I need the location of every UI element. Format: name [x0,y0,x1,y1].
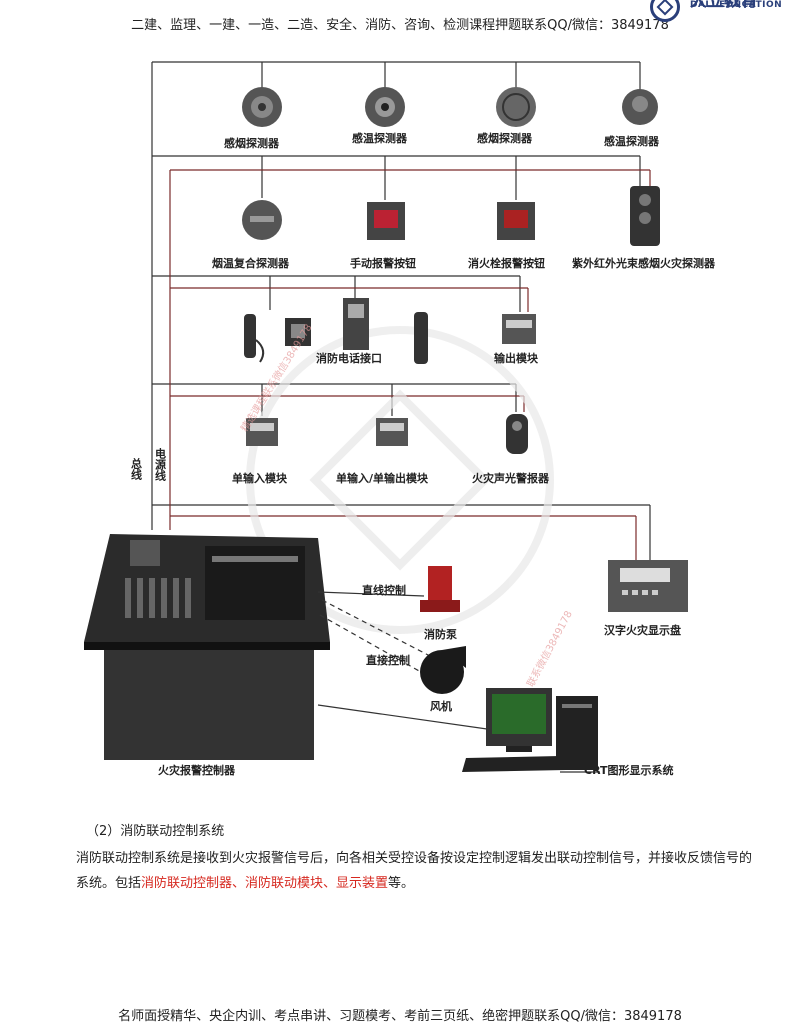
beam-smoke-detector-icon [630,186,660,246]
smoke-heat-detector-icon [242,200,282,240]
page-header: 二建、监理、一建、一造、二造、安全、消防、咨询、检测课程押题联系QQ/微信：38… [131,18,669,33]
para-highlight: 消防联动控制器、消防联动模块、显示装置 [141,876,389,891]
section-title: （2）消防联动控制系统 [86,824,225,839]
power-lines [169,169,651,560]
row1-label-3: 感烟探测器 [477,131,533,145]
bus-lines [151,61,651,560]
heat-detector-icon [622,89,658,125]
hydrant-alarm-button-icon [497,202,535,240]
page-footer: 名师面授精华、央企内训、考点串讲、习题模考、考前三页纸、绝密押题联系QQ/微信：… [118,1009,682,1024]
row3-label-1: 消防电话接口 [316,351,382,365]
output-module-icon [502,314,536,344]
row2-label-4: 紫外红外光束感烟火灾探测器 [572,256,716,270]
fire-telephone-icon [244,298,428,364]
para-text-b: 等。 [388,876,415,891]
logo-icon [650,0,680,22]
direct-control-label-2: 直接控制 [366,653,410,667]
logo-text-cn: 大立教育 [690,0,758,11]
row2-label-3: 消火栓报警按钮 [468,256,545,270]
fan-label: 风机 [430,699,452,713]
crt-label: CRT图形显示系统 [584,763,674,777]
sound-light-alarm-icon [506,414,528,454]
smoke-detector-icon [496,87,536,127]
fire-alarm-controller-icon [84,534,330,760]
watermark-emblem [246,326,554,634]
manual-alarm-button-icon [367,202,405,240]
smoke-detector-icon [242,87,282,127]
brand-logo: 大立教育 DALI EDUCATION [648,0,800,24]
direct-control-label-1: 直线控制 [362,583,406,597]
fire-alarm-system-diagram: 感烟探测器 感温探测器 感烟探测器 感温探测器 烟温复合探测器 手动报警按钮 消… [84,61,716,777]
row3-label-2: 输出模块 [494,351,539,365]
crt-computer-icon [462,688,598,772]
row1-label-2: 感温探测器 [352,131,408,145]
fire-pump-icon [420,566,460,612]
power-label: 电源线 [154,447,167,482]
row4-label-1: 单输入模块 [232,471,288,485]
row2-label-2: 手动报警按钮 [350,256,416,270]
section-paragraph: 消防联动控制系统是接收到火灾报警信号后，向各相关受控设备按设定控制逻辑发出联动控… [76,846,756,896]
fire-display-panel-icon [608,560,688,612]
pump-label: 消防泵 [424,627,457,641]
logo-text-en: DALI EDUCATION [690,0,783,10]
bus-label: 总线 [130,457,143,481]
row2-label-1: 烟温复合探测器 [212,256,290,270]
heat-detector-icon [365,87,405,127]
display-panel-label: 汉字火灾显示盘 [604,623,681,637]
fan-icon [420,646,466,694]
controller-label: 火灾报警控制器 [158,763,236,777]
input-module-icon [246,418,278,446]
para-text-a: 消防联动控制系统是接收到火灾报警信号后，向各相关受控设备按设定控制逻辑发出联动控… [76,851,753,891]
row1-label-1: 感烟探测器 [224,136,280,150]
row4-label-2: 单输入/单输出模块 [336,471,429,485]
input-output-module-icon [376,418,408,446]
row4-label-3: 火灾声光警报器 [472,471,550,485]
row1-label-4: 感温探测器 [604,134,660,148]
